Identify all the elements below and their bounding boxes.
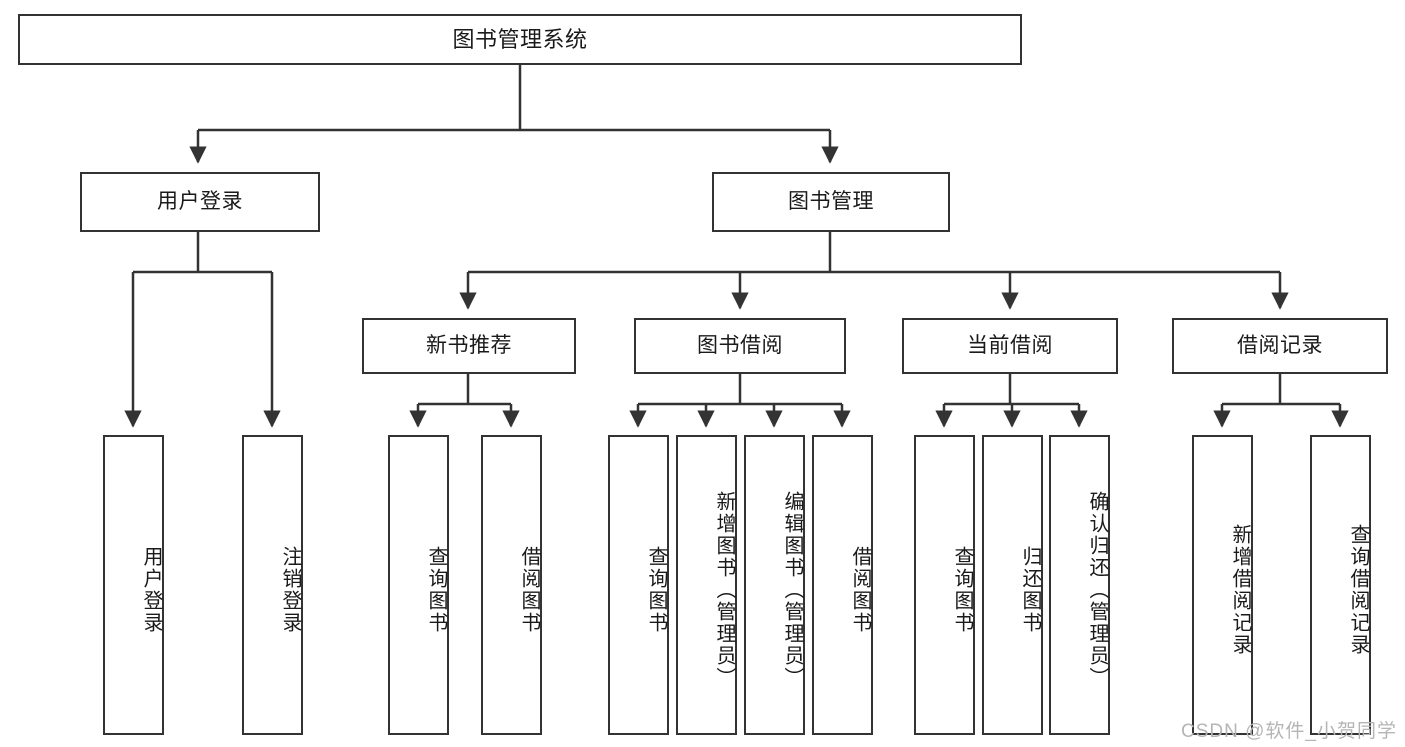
node-label: 确认归还（管理员） <box>1086 491 1108 689</box>
node-label: 借阅图书 <box>518 546 540 634</box>
node-leaf-borrow-book-1[interactable]: 借阅图书 <box>481 435 542 735</box>
node-label: 编辑图书（管理员） <box>781 491 803 689</box>
node-current-borrow[interactable]: 当前借阅 <box>902 318 1118 374</box>
node-leaf-confirm-return[interactable]: 确认归还（管理员） <box>1049 435 1110 735</box>
node-leaf-borrow-book-2[interactable]: 借阅图书 <box>812 435 873 735</box>
node-label: 借阅图书 <box>849 546 871 634</box>
node-root[interactable]: 图书管理系统 <box>18 14 1022 65</box>
node-leaf-add-book[interactable]: 新增图书（管理员） <box>676 435 737 735</box>
node-book-manage[interactable]: 图书管理 <box>712 172 950 232</box>
node-label: 查询图书 <box>951 546 973 634</box>
node-leaf-user-login[interactable]: 用户登录 <box>103 435 164 735</box>
node-user-login[interactable]: 用户登录 <box>80 172 320 232</box>
node-borrow-record[interactable]: 借阅记录 <box>1172 318 1388 374</box>
node-book-borrow[interactable]: 图书借阅 <box>634 318 846 374</box>
node-leaf-user-logout[interactable]: 注销登录 <box>242 435 303 735</box>
watermark-text: CSDN @软件_小贺同学 <box>1181 721 1397 742</box>
node-label: 归还图书 <box>1019 546 1041 634</box>
node-label: 查询图书 <box>645 546 667 634</box>
node-label: 新增图书（管理员） <box>713 491 735 689</box>
node-leaf-query-book-1[interactable]: 查询图书 <box>388 435 449 735</box>
node-leaf-add-record[interactable]: 新增借阅记录 <box>1192 435 1253 735</box>
node-label: 查询图书 <box>425 546 447 634</box>
node-leaf-query-book-2[interactable]: 查询图书 <box>608 435 669 735</box>
node-label: 用户登录 <box>140 546 162 634</box>
node-leaf-query-book-3[interactable]: 查询图书 <box>914 435 975 735</box>
node-label: 新增借阅记录 <box>1229 524 1251 656</box>
node-label: 查询借阅记录 <box>1347 524 1369 656</box>
node-label: 注销登录 <box>279 546 301 634</box>
node-leaf-return-book[interactable]: 归还图书 <box>982 435 1043 735</box>
node-leaf-edit-book[interactable]: 编辑图书（管理员） <box>744 435 805 735</box>
node-leaf-query-record[interactable]: 查询借阅记录 <box>1310 435 1371 735</box>
node-new-book-rec[interactable]: 新书推荐 <box>362 318 576 374</box>
